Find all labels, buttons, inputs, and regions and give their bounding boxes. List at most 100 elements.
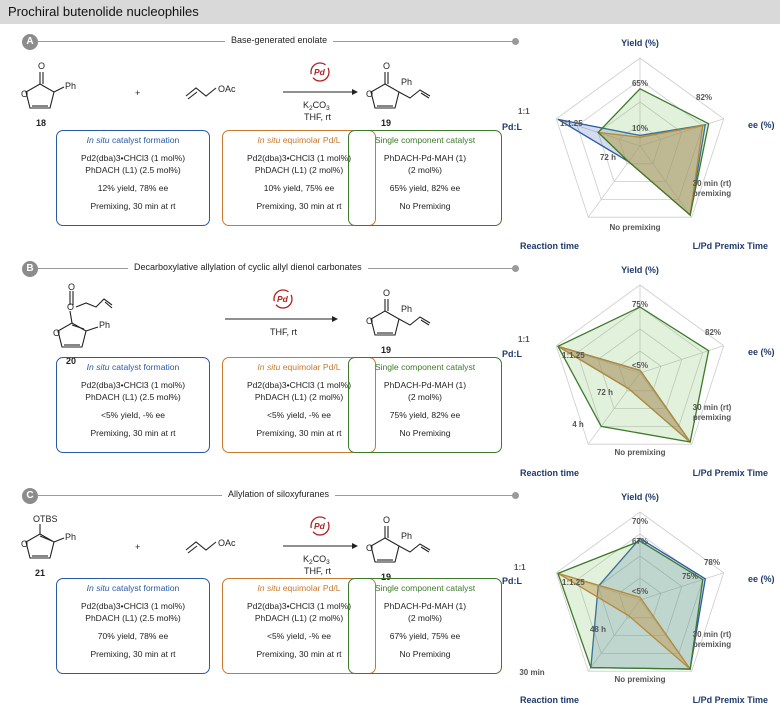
card-premix: Premixing, 30 min at rt: [90, 428, 176, 438]
radar-tick-label: 75%: [682, 572, 698, 581]
card-result: 12% yield, 78% ee: [97, 183, 169, 193]
svg-text:O: O: [67, 302, 74, 312]
compound-19-label: 19: [381, 572, 391, 582]
plus-sign: +: [135, 88, 140, 98]
radar-tick-label: 82%: [696, 93, 712, 102]
svg-text:O: O: [68, 282, 75, 292]
card-result: 67% yield, 75% ee: [389, 631, 461, 641]
allyl-acetate-structure: [185, 87, 217, 100]
section-letter: C: [22, 488, 38, 504]
section-header: C Allylation of siloxyfuranes: [0, 486, 780, 506]
radar-axis-label: Reaction time: [520, 241, 579, 251]
card-in-situ-equimolar: In situ equimolar Pd/L Pd2(dba)3•CHCl3 (…: [222, 578, 376, 674]
compound-21-label: 21: [35, 568, 45, 578]
card-line1: PhDACH-Pd-MAH (1): [383, 601, 467, 611]
radar-spoke: [639, 145, 693, 218]
radar-spoke: [587, 145, 641, 218]
pd-cycle-icon: [273, 289, 293, 309]
card-premix: No Premixing: [399, 201, 451, 211]
radar-tick-label: 48 h: [590, 625, 606, 634]
card-header: In situ catalyst formation: [86, 583, 180, 593]
svg-text:O: O: [383, 61, 390, 71]
card-header: In situ catalyst formation: [86, 362, 180, 372]
base-label: K2CO3: [303, 554, 330, 566]
card-header: Single component catalyst: [374, 362, 476, 372]
base-label: K2CO3: [303, 100, 330, 112]
radar-axis-label: Yield (%): [621, 265, 659, 275]
svg-text:O: O: [366, 543, 373, 553]
radar-axis-label: Pd:L: [502, 349, 522, 359]
radar-spoke: [587, 599, 641, 672]
compound-18-label: 18: [36, 118, 46, 128]
product-substituent: Ph: [401, 531, 412, 541]
svg-text:O: O: [21, 539, 28, 549]
radar-tick-label: 65%: [632, 79, 648, 88]
card-header: In situ equimolar Pd/L: [257, 135, 341, 145]
radar-grid-ring: [618, 123, 662, 165]
radar-grid-ring: [618, 350, 662, 392]
card-line1: Pd2(dba)3•CHCl3 (1 mol%): [80, 153, 186, 163]
section-title: Decarboxylative allylation of cyclic all…: [128, 262, 368, 272]
card-header: Single component catalyst: [374, 135, 476, 145]
radar-grid-ring: [597, 555, 683, 636]
radar-axis-label: Yield (%): [621, 38, 659, 48]
radar-grid-ring: [597, 328, 683, 409]
radar-grid-ring: [576, 79, 704, 200]
card-line1: PhDACH-Pd-MAH (1): [383, 153, 467, 163]
radar-spoke: [639, 118, 724, 147]
pd-label: Pd: [277, 294, 289, 304]
radar-series-green: [557, 540, 704, 670]
card-result: 75% yield, 82% ee: [389, 410, 461, 420]
card-line2: PhDACH (L1) (2 mol%): [254, 392, 344, 402]
reaction-scheme: OTBS O Ph 21 + OAc Pd K2CO3 THF, rt O O …: [21, 514, 431, 582]
radar-tick-label: premixing: [693, 189, 731, 198]
reagent-label: OAc: [218, 84, 236, 94]
radar-grid-ring: [555, 57, 725, 218]
radar-tick-label: 70%: [632, 517, 648, 526]
radar-tick-label: No premixing: [614, 675, 665, 684]
timeline-end-dot: [512, 492, 519, 499]
radar-tick-label: 30 min: [519, 668, 544, 677]
timeline-end-dot: [512, 38, 519, 45]
product-substituent: Ph: [401, 77, 412, 87]
svg-text:O: O: [38, 61, 45, 71]
radar-tick-label: 30 min (rt): [693, 179, 732, 188]
card-single-component: Single component catalyst PhDACH-Pd-MAH …: [348, 578, 502, 674]
section-title: Allylation of siloxyfuranes: [222, 489, 336, 499]
svg-text:O: O: [53, 328, 60, 338]
radar-grid-ring: [555, 511, 725, 672]
svg-text:O: O: [383, 515, 390, 525]
card-result: 10% yield, 75% ee: [263, 183, 335, 193]
radar-axis-label: L/Pd Premix Time: [693, 695, 768, 705]
radar-tick-label: premixing: [693, 413, 731, 422]
radar-tick-label: 72 h: [600, 153, 616, 162]
svg-text:O: O: [366, 316, 373, 326]
radar-tick-label: 72 h: [597, 388, 613, 397]
card-premix: Premixing, 30 min at rt: [90, 201, 176, 211]
product-structure: [370, 72, 431, 109]
radar-grid-ring: [555, 284, 725, 445]
card-premix: Premixing, 30 min at rt: [256, 428, 342, 438]
section-letter: A: [22, 34, 38, 50]
card-premix: Premixing, 30 min at rt: [256, 201, 342, 211]
card-line1: PhDACH-Pd-MAH (1): [383, 380, 467, 390]
radar-spoke: [639, 572, 724, 601]
solvent-label: THF, rt: [304, 112, 331, 122]
card-premix: No Premixing: [399, 428, 451, 438]
svg-text:O: O: [21, 89, 28, 99]
siloxyfuran-structure: [25, 524, 65, 559]
radar-tick-label: 30 min (rt): [693, 403, 732, 412]
radar-axis-label: ee (%): [748, 574, 775, 584]
panel-b: B Decarboxylative allylation of cyclic a…: [0, 259, 780, 478]
pd-label: Pd: [314, 67, 326, 77]
radar-grid-ring: [576, 533, 704, 654]
card-line1: Pd2(dba)3•CHCl3 (1 mol%): [246, 380, 352, 390]
radar-axis-label: L/Pd Premix Time: [693, 468, 768, 478]
radar-tick-label: <5%: [632, 587, 648, 596]
card-line2: (2 mol%): [407, 392, 442, 402]
card-line2: (2 mol%): [407, 613, 442, 623]
product-substituent: Ph: [401, 304, 412, 314]
radar-series-green: [557, 306, 710, 443]
card-in-situ-catalyst-formation: In situ catalyst formation Pd2(dba)3•CHC…: [56, 357, 210, 453]
radar-axis-label: Pd:L: [502, 576, 522, 586]
